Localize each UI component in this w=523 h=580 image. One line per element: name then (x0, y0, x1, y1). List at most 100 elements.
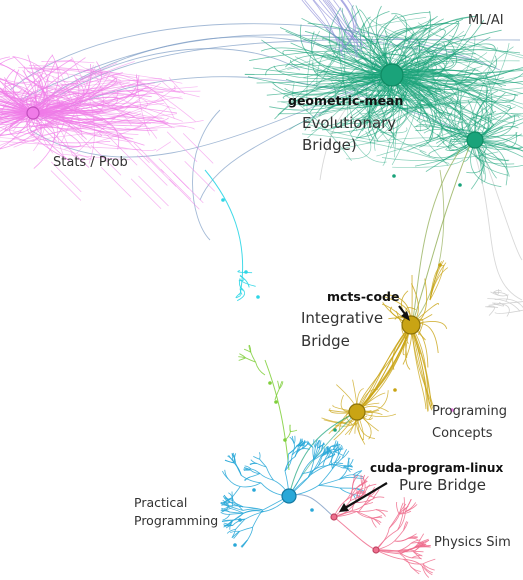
gray-cluster-edge (492, 302, 510, 317)
physics-cluster-edge (422, 563, 435, 571)
practical-cluster-edge (235, 518, 246, 530)
practical-cluster-edge (249, 462, 257, 465)
node-layer (26, 63, 484, 554)
practical-cluster-edge (242, 508, 264, 511)
stats-cluster-edge (96, 90, 135, 107)
stats-cluster-edge (86, 68, 175, 119)
ml-cluster-edge (323, 73, 379, 104)
stats-cluster-edge (137, 155, 168, 186)
ml-cluster-edge (448, 34, 523, 59)
ml-cluster-edge (338, 57, 391, 144)
cyan-bridge-edge (235, 293, 242, 299)
physics-cluster-edge (388, 513, 400, 529)
practical-cluster-edge (318, 440, 321, 449)
practical-cluster-edge (288, 445, 298, 455)
physics-cluster-edge (399, 510, 412, 515)
cyan-bridge-edge (239, 275, 250, 288)
cluster-label-concepts-line2: Concepts (432, 426, 493, 441)
practical-cluster-edge (240, 539, 248, 547)
practical-cluster-edge (241, 475, 262, 484)
small-node (458, 183, 462, 187)
practical-cluster-edge (332, 440, 337, 450)
stats-cluster-edge (0, 117, 152, 124)
practical-cluster-edge (223, 501, 231, 509)
cluster-label-integrative-line2: Bridge (301, 332, 350, 350)
practical-cluster-edge (317, 439, 320, 449)
stats-cluster-edge (52, 76, 122, 138)
practical-cluster-edge (224, 459, 235, 464)
green-branch-edge (277, 380, 280, 389)
practical-cluster-edge (243, 468, 251, 471)
stats-cluster-edge (0, 95, 66, 111)
practical-cluster-edge (296, 440, 304, 447)
ml-cluster-edge (316, 47, 336, 88)
ml-cluster-edge (391, 22, 460, 76)
gray-cluster-edge (485, 306, 499, 308)
practical-cluster-edge (293, 435, 296, 444)
ml-cluster-edge (384, 31, 467, 149)
stats-cluster-edge (85, 80, 139, 108)
practical-cluster-edge (328, 451, 336, 465)
gray-cluster-edge (494, 298, 523, 309)
practical-cluster-edge (302, 442, 309, 449)
practical-cluster-edge (250, 469, 261, 474)
ml-cluster-edge (340, 0, 357, 52)
practical-cluster-edge (234, 462, 242, 476)
stats-cluster-edge (0, 99, 34, 114)
practical-cluster-edge (221, 519, 232, 522)
practical-cluster-edge (258, 452, 261, 460)
stats-cluster-edge (0, 105, 131, 115)
stats-cluster-edge (0, 140, 142, 150)
stats-cluster-edge (158, 158, 190, 189)
small-node (268, 381, 272, 385)
practical-cluster-edge (334, 461, 344, 464)
practical-cluster-edge (302, 465, 319, 474)
stats-cluster-edge (82, 86, 177, 123)
practical-cluster-edge (229, 511, 244, 514)
stats-cluster-edge (58, 81, 127, 141)
ml-cluster-edge (322, 0, 356, 52)
ml-cluster-edge (374, 87, 419, 151)
physics-cluster-edge (350, 493, 365, 501)
ml-cluster-edge (316, 44, 485, 98)
ml-cluster-edge (346, 130, 372, 160)
stats-cluster-edge (0, 104, 34, 114)
geometric-mean-hub-node (380, 63, 404, 87)
stats-cluster-edge (13, 120, 166, 148)
cluster-label-ml-ai: ML/AI (468, 13, 504, 28)
physics-cluster-edge (417, 538, 429, 545)
cuda-program-linux-node (330, 513, 338, 521)
integrative-cluster-edge (429, 261, 443, 301)
gray-cluster-edge (494, 309, 523, 314)
ml-cluster-edge (351, 54, 457, 65)
stats-cluster-edge (32, 112, 55, 169)
ml-cluster-edge (304, 0, 347, 48)
ml-cluster-edge (381, 151, 499, 161)
practical-cluster-edge (223, 524, 233, 527)
cluster-label-practical-line2: Programming (134, 513, 218, 528)
physics-cluster-edge (418, 545, 431, 548)
practical-cluster-edge (313, 450, 323, 460)
physics-cluster-edge (364, 484, 371, 495)
ml-cluster-edge (303, 36, 523, 56)
practical-cluster-edge (227, 478, 241, 487)
green-branch-edge (245, 357, 256, 363)
cluster-label-pure-bridge: Pure Bridge (399, 476, 486, 494)
physics-cluster-edge (375, 509, 386, 517)
physics-cluster-edge (403, 497, 405, 511)
practical-cluster-edge (229, 505, 243, 511)
mcts-code-hub-node (401, 315, 421, 335)
ml-cluster-edge (304, 120, 357, 128)
practical-cluster-edge (222, 514, 231, 521)
integrative-cluster-edge (429, 265, 444, 301)
physics-cluster-edge (352, 484, 361, 491)
physics-cluster-edge (394, 538, 409, 542)
physics-cluster-edge (344, 492, 357, 502)
stats-cluster-edge (11, 73, 111, 140)
stats-cluster-edge (184, 160, 215, 192)
stats-cluster-edge (91, 68, 104, 116)
cluster-label-evolutionary-line1: Evolutionary (302, 114, 396, 132)
practical-cluster-edge (331, 454, 334, 469)
ml-cluster-edge (349, 58, 443, 99)
ml-cluster-edge (446, 89, 490, 132)
